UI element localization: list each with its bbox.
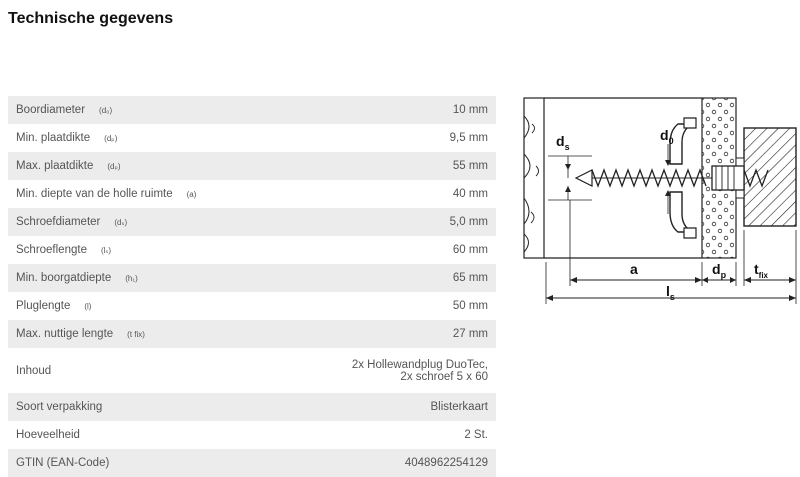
ds-dimension: ds — [548, 133, 592, 201]
spec-symbol: (h₁) — [125, 274, 138, 283]
spec-value: 10 mm — [452, 104, 488, 116]
spec-label-cell: Min. plaatdikte (dₚ) — [8, 124, 283, 152]
dp-dimension: dp — [702, 261, 736, 283]
spec-value-cell: 2 St. — [283, 421, 496, 449]
ls-label: ls — [666, 283, 675, 302]
spec-value: 55 mm — [452, 160, 488, 172]
table-row: Schroefdiameter (dₛ) 5,0 mm — [8, 208, 496, 236]
spec-label-cell: Pluglengte (l) — [8, 292, 283, 320]
spec-label-cell: Max. plaatdikte (dₚ) — [8, 152, 283, 180]
spec-symbol: (lₛ) — [100, 246, 112, 255]
spec-label: GTIN (EAN-Code) — [16, 457, 110, 469]
spec-value-cell: 40 mm — [283, 180, 496, 208]
table-row: Max. plaatdikte (dₚ) 55 mm — [8, 152, 496, 180]
table-row: Max. nuttige lengte (t fix) 27 mm — [8, 320, 496, 348]
spec-label: Pluglengte — [16, 300, 71, 312]
spec-label-cell: Boordiameter (d₀) — [8, 96, 283, 124]
spec-value-cell: 27 mm — [283, 320, 496, 348]
spec-label: Schroeflengte — [16, 244, 87, 256]
spec-value-cell: 2x Hollewandplug DuoTec,2x schroef 5 x 6… — [283, 348, 496, 393]
page-title: Technische gegevens — [8, 10, 174, 27]
spec-symbol: (d₀) — [99, 106, 113, 115]
spec-label: Inhoud — [16, 364, 52, 377]
spec-value: 2x schroef 5 x 60 — [400, 370, 488, 383]
spec-value: 9,5 mm — [449, 132, 488, 144]
spec-table: Boordiameter (d₀) 10 mm Min. plaatdikte (dₚ)… — [8, 96, 496, 477]
fixture-hatched — [743, 127, 797, 227]
spec-label: Boordiameter — [16, 104, 86, 116]
dp-label: dp — [712, 261, 727, 280]
spec-value-cell: 55 mm — [283, 152, 496, 180]
spec-symbol: (l) — [84, 302, 92, 311]
spec-value: 2 St. — [464, 429, 488, 441]
a-label: a — [630, 261, 638, 277]
spec-label-cell: Schroefdiameter (dₛ) — [8, 208, 283, 236]
table-row: Min. diepte van de holle ruimte (a) 40 mm — [8, 180, 496, 208]
table-row: GTIN (EAN-Code) 4048962254129 — [8, 449, 496, 477]
table-row: Pluglengte (l) 50 mm — [8, 292, 496, 320]
left-wall — [523, 97, 545, 259]
spec-label: Min. diepte van de holle ruimte — [16, 188, 173, 200]
table-row: Inhoud 2x Hollewandplug DuoTec,2x schroef… — [8, 348, 496, 393]
spec-label: Min. plaatdikte — [16, 132, 91, 144]
spec-symbol: (dₚ) — [107, 162, 121, 171]
spec-label: Schroefdiameter — [16, 216, 101, 228]
spec-value-cell: Blisterkaart — [283, 393, 496, 421]
spec-value: 27 mm — [452, 328, 488, 340]
ls-dimension: ls — [546, 283, 796, 302]
spec-label-cell: Soort verpakking — [8, 393, 283, 421]
spec-value-cell: 65 mm — [283, 264, 496, 292]
d0-label: d0 — [660, 127, 674, 146]
table-row: Boordiameter (d₀) 10 mm — [8, 96, 496, 124]
spec-value-cell: 60 mm — [283, 236, 496, 264]
screw — [574, 165, 769, 191]
spec-value-cell: 9,5 mm — [283, 124, 496, 152]
table-row: Min. boorgatdiepte (h₁) 65 mm — [8, 264, 496, 292]
spec-label: Max. plaatdikte — [16, 160, 94, 172]
spec-value: 65 mm — [452, 272, 488, 284]
spec-value-cell: 5,0 mm — [283, 208, 496, 236]
spec-label: Max. nuttige lengte — [16, 328, 114, 340]
spec-symbol: (dₛ) — [114, 218, 128, 227]
table-row: Hoeveelheid 2 St. — [8, 421, 496, 449]
spec-symbol: (a) — [186, 190, 197, 199]
table-row: Min. plaatdikte (dₚ) 9,5 mm — [8, 124, 496, 152]
table-row: Soort verpakking Blisterkaart — [8, 393, 496, 421]
spec-value: 50 mm — [452, 300, 488, 312]
spec-label: Min. boorgatdiepte — [16, 272, 112, 284]
spec-label-cell: GTIN (EAN-Code) — [8, 449, 283, 477]
table-row: Schroeflengte (lₛ) 60 mm — [8, 236, 496, 264]
spec-value-cell: 4048962254129 — [283, 449, 496, 477]
spec-label: Hoeveelheid — [16, 429, 80, 441]
spec-value: 5,0 mm — [449, 216, 488, 228]
spec-value: 60 mm — [452, 244, 488, 256]
spec-label-cell: Inhoud — [8, 348, 283, 393]
spec-value-cell: 10 mm — [283, 96, 496, 124]
plug-wings — [669, 117, 697, 239]
d0-dimension: d0 — [660, 127, 674, 214]
installation-diagram: ds d0 a dp tfix ls — [523, 97, 797, 304]
spec-value: Blisterkaart — [430, 401, 488, 413]
spec-label-cell: Hoeveelheid — [8, 421, 283, 449]
spec-symbol: (dₚ) — [104, 134, 118, 143]
spec-label-cell: Schroeflengte (lₛ) — [8, 236, 283, 264]
spec-value: 4048962254129 — [404, 457, 488, 469]
spec-value: 40 mm — [452, 188, 488, 200]
spec-value: 2x Hollewandplug DuoTec, — [351, 358, 488, 371]
a-dimension: a — [570, 261, 702, 283]
tfix-label: tfix — [754, 261, 769, 280]
spec-label-cell: Min. diepte van de holle ruimte (a) — [8, 180, 283, 208]
tfix-dimension: tfix — [744, 261, 796, 283]
spec-label-cell: Min. boorgatdiepte (h₁) — [8, 264, 283, 292]
spec-label: Soort verpakking — [16, 401, 103, 413]
spec-symbol: (t fix) — [127, 330, 145, 339]
ds-label: ds — [556, 133, 570, 152]
spec-label-cell: Max. nuttige lengte (t fix) — [8, 320, 283, 348]
spec-value-cell: 50 mm — [283, 292, 496, 320]
